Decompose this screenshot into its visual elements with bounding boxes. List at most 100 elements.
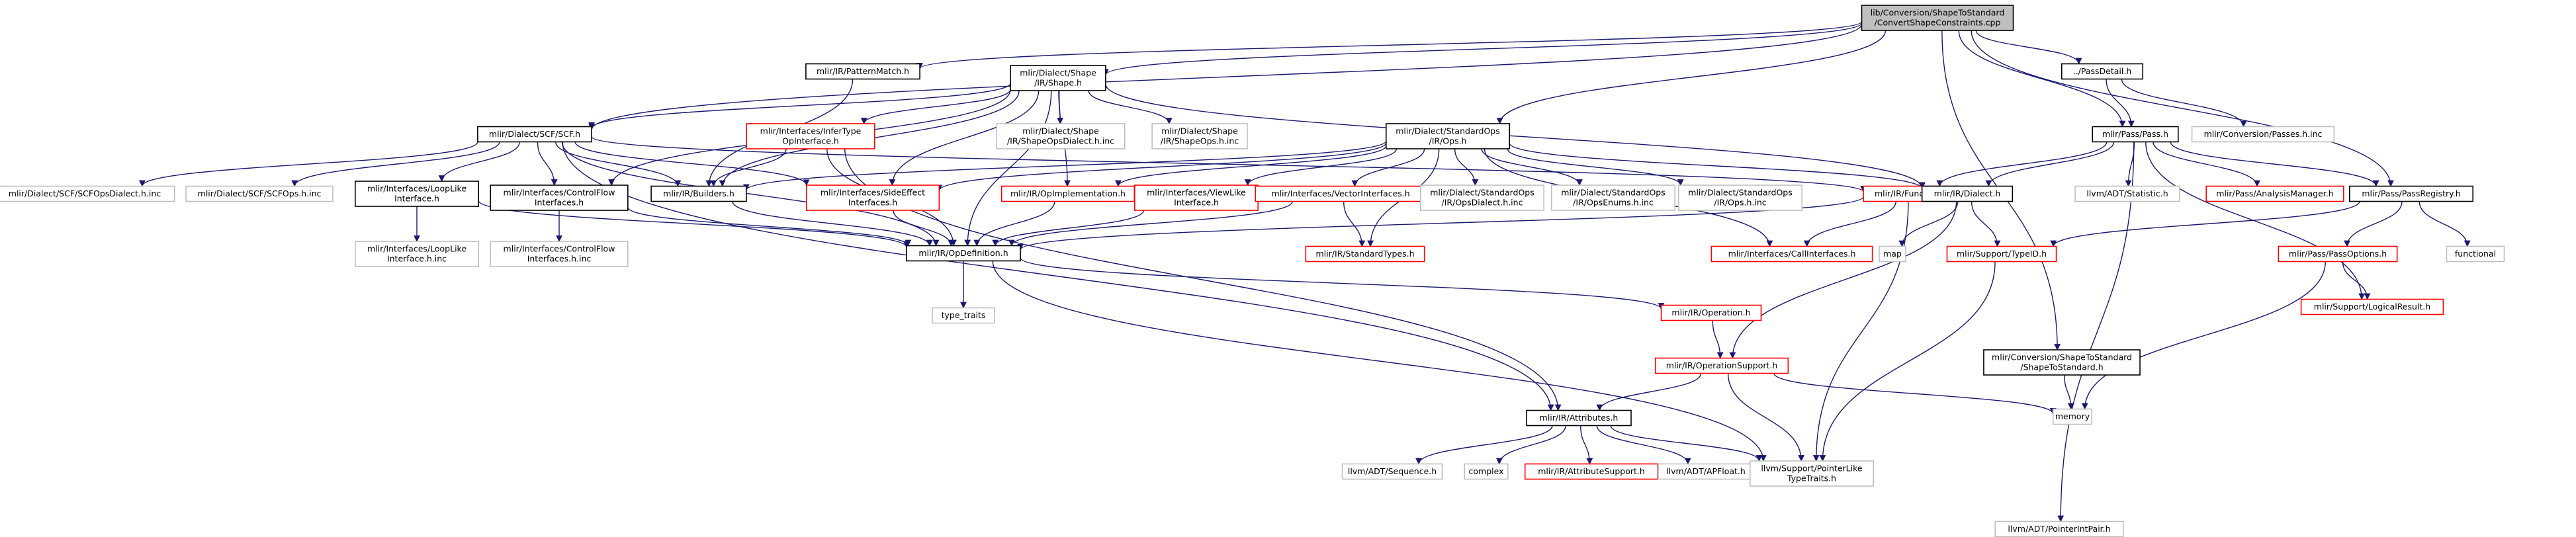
edge-shape-to-scf bbox=[588, 83, 1011, 129]
node-analysismanager[interactable]: mlir/Pass/AnalysisManager.h bbox=[2205, 185, 2344, 202]
edge-viewlike-to-opdefinition bbox=[992, 210, 1145, 247]
node-dialect-label-line: mlir/IR/Dialect.h bbox=[1934, 188, 2001, 198]
edge-passoptions-to-memory bbox=[2081, 261, 2326, 410]
node-map: map bbox=[1879, 245, 1906, 263]
edge-root-to-passdetail bbox=[1975, 30, 2082, 65]
edge-shape-to-dialect bbox=[1105, 84, 1926, 189]
node-opdefinition[interactable]: mlir/IR/OpDefinition.h bbox=[906, 245, 1021, 262]
edge-layer bbox=[139, 21, 2471, 522]
edge-stdops-to-vectorinterfaces bbox=[1351, 148, 1425, 187]
node-standardtypes[interactable]: mlir/IR/StandardTypes.h bbox=[1305, 245, 1425, 263]
node-root-label-line: /ConvertShapeConstraints.cpp bbox=[1875, 18, 2001, 28]
node-passoptions[interactable]: mlir/Pass/PassOptions.h bbox=[2278, 245, 2398, 263]
edge-attributes-to-sequence bbox=[1415, 425, 1553, 465]
node-passregistry[interactable]: mlir/Pass/PassRegistry.h bbox=[2349, 185, 2474, 202]
node-looplikeinc-box bbox=[354, 241, 479, 267]
node-dialect-box bbox=[1921, 185, 2014, 202]
edge-operationsupport-to-pointerlike bbox=[1727, 373, 1805, 462]
node-scf[interactable]: mlir/Dialect/SCF/SCF.h bbox=[477, 126, 592, 143]
edge-operation-to-operationsupport bbox=[1712, 320, 1724, 359]
node-operation-label-line: mlir/IR/Operation.h bbox=[1671, 308, 1750, 317]
edge-stdops-to-sideeffect bbox=[936, 142, 1387, 192]
node-attributes-box bbox=[1526, 409, 1632, 427]
node-attributes[interactable]: mlir/IR/Attributes.h bbox=[1526, 409, 1632, 427]
node-pointerlike-box bbox=[1750, 460, 1875, 487]
node-dialect[interactable]: mlir/IR/Dialect.h bbox=[1921, 185, 2014, 202]
edge-stdops-to-dialect bbox=[1509, 143, 1926, 190]
edge-vectorinterfaces-to-standardtypes bbox=[1343, 201, 1366, 247]
node-pointerlike-label-line: TypeTraits.h bbox=[1787, 474, 1836, 483]
edge-stdops-to-viewlike bbox=[1244, 148, 1398, 186]
node-memory-box bbox=[2052, 408, 2093, 425]
node-passesinc: mlir/Conversion/Passes.h.inc bbox=[2191, 126, 2335, 143]
edge-passh-to-dialect bbox=[1985, 142, 2115, 187]
node-complex-label-line: complex bbox=[1469, 466, 1504, 476]
node-apfloat: llvm/ADT/APFloat.h bbox=[1658, 463, 1754, 480]
node-shapetostandard[interactable]: mlir/Conversion/ShapeToStandard/ShapeToS… bbox=[1983, 349, 2141, 376]
node-passdetail[interactable]: ../PassDetail.h bbox=[2061, 63, 2144, 80]
edge-attributes-to-pointerlike bbox=[1610, 425, 1763, 462]
node-typetraits-box bbox=[932, 307, 995, 324]
edge-stdops-to-builders bbox=[743, 140, 1387, 191]
node-operationsupport-box bbox=[1654, 357, 1789, 374]
node-operation[interactable]: mlir/IR/Operation.h bbox=[1660, 304, 1762, 321]
node-controlflowinc: mlir/Interfaces/ControlFlowInterfaces.h.… bbox=[490, 241, 629, 267]
node-passesinc-label-line: mlir/Conversion/Passes.h.inc bbox=[2204, 129, 2323, 139]
node-patternmatch-label-line: mlir/IR/PatternMatch.h bbox=[817, 66, 909, 76]
node-operation-box bbox=[1660, 304, 1762, 321]
node-complex-box bbox=[1464, 463, 1509, 480]
node-root[interactable]: lib/Conversion/ShapeToStandard/ConvertSh… bbox=[1861, 5, 2014, 31]
node-passh-box bbox=[2092, 126, 2179, 143]
node-callinterfaces[interactable]: mlir/Interfaces/CallInterfaces.h bbox=[1710, 245, 1873, 263]
node-shape[interactable]: mlir/Dialect/Shape/IR/Shape.h bbox=[1010, 65, 1106, 91]
edge-operationsupport-to-memory bbox=[1773, 373, 2057, 415]
node-opimpl[interactable]: mlir/IR/OpImplementation.h bbox=[1000, 185, 1135, 202]
node-patternmatch[interactable]: mlir/IR/PatternMatch.h bbox=[805, 63, 920, 80]
node-stdops[interactable]: mlir/Dialect/StandardOps/IR/Ops.h bbox=[1386, 123, 1511, 149]
node-stdops-box bbox=[1386, 123, 1511, 149]
edge-stdops-to-opsdialectinc bbox=[1454, 148, 1479, 186]
node-shapeopsdialect-label-line: mlir/Dialect/Shape bbox=[1022, 126, 1099, 136]
edge-opdefinition-to-pointerlike bbox=[992, 261, 1767, 462]
node-functional-box bbox=[2446, 245, 2505, 263]
edge-scf-to-function bbox=[591, 136, 1867, 192]
node-controlflow-label-line: Interfaces.h bbox=[535, 198, 584, 208]
node-attributesupport[interactable]: mlir/IR/AttributeSupport.h bbox=[1524, 463, 1659, 480]
node-shapetostandard-box bbox=[1983, 349, 2141, 376]
node-passdetail-box bbox=[2061, 63, 2144, 80]
node-opdefinition-label-line: mlir/IR/OpDefinition.h bbox=[918, 248, 1008, 258]
node-logicalresult[interactable]: mlir/Support/LogicalResult.h bbox=[2300, 298, 2444, 315]
node-passh[interactable]: mlir/Pass/Pass.h bbox=[2092, 126, 2179, 143]
node-scf-label-line: mlir/Dialect/SCF/SCF.h bbox=[489, 129, 580, 139]
node-typeid[interactable]: mlir/Support/TypeID.h bbox=[1946, 245, 2057, 263]
node-typeid-label-line: mlir/Support/TypeID.h bbox=[1957, 249, 2047, 259]
node-infertype-label-line: mlir/Interfaces/InferType bbox=[760, 126, 862, 136]
edge-builders-to-opdefinition bbox=[732, 201, 933, 247]
node-operationsupport[interactable]: mlir/IR/OperationSupport.h bbox=[1654, 357, 1789, 374]
node-opsdialectinc: mlir/Dialect/StandardOps/IR/OpsDialect.h… bbox=[1420, 185, 1545, 211]
node-opshinc-label-line: mlir/Dialect/StandardOps bbox=[1688, 188, 1793, 198]
node-map-box bbox=[1879, 245, 1906, 263]
node-attributes-label-line: mlir/IR/Attributes.h bbox=[1540, 413, 1619, 423]
node-shape-label-line: mlir/Dialect/Shape bbox=[1020, 68, 1096, 78]
node-statistic-box bbox=[2074, 185, 2180, 202]
edge-root-to-passh bbox=[1958, 30, 2126, 128]
node-scfopsdialect-label-line: mlir/Dialect/SCF/SCFOpsDialect.h.inc bbox=[9, 188, 161, 198]
node-statistic-label-line: llvm/ADT/Statistic.h bbox=[2086, 188, 2168, 198]
node-complex: complex bbox=[1464, 463, 1509, 480]
edge-passh-to-analysismanager bbox=[2153, 142, 2260, 187]
edge-passregistry-to-functional bbox=[2419, 201, 2471, 247]
node-scfops-box bbox=[185, 185, 333, 202]
node-vectorinterfaces[interactable]: mlir/Interfaces/VectorInterfaces.h bbox=[1255, 185, 1427, 202]
node-sideeffect-label-line: Interfaces.h bbox=[848, 198, 897, 208]
node-builders[interactable]: mlir/IR/Builders.h bbox=[650, 185, 747, 202]
node-standardtypes-label-line: mlir/IR/StandardTypes.h bbox=[1315, 249, 1414, 259]
edge-attributes-to-apfloat bbox=[1596, 425, 1691, 465]
node-shapeops-label-line: mlir/Dialect/Shape bbox=[1161, 126, 1238, 136]
